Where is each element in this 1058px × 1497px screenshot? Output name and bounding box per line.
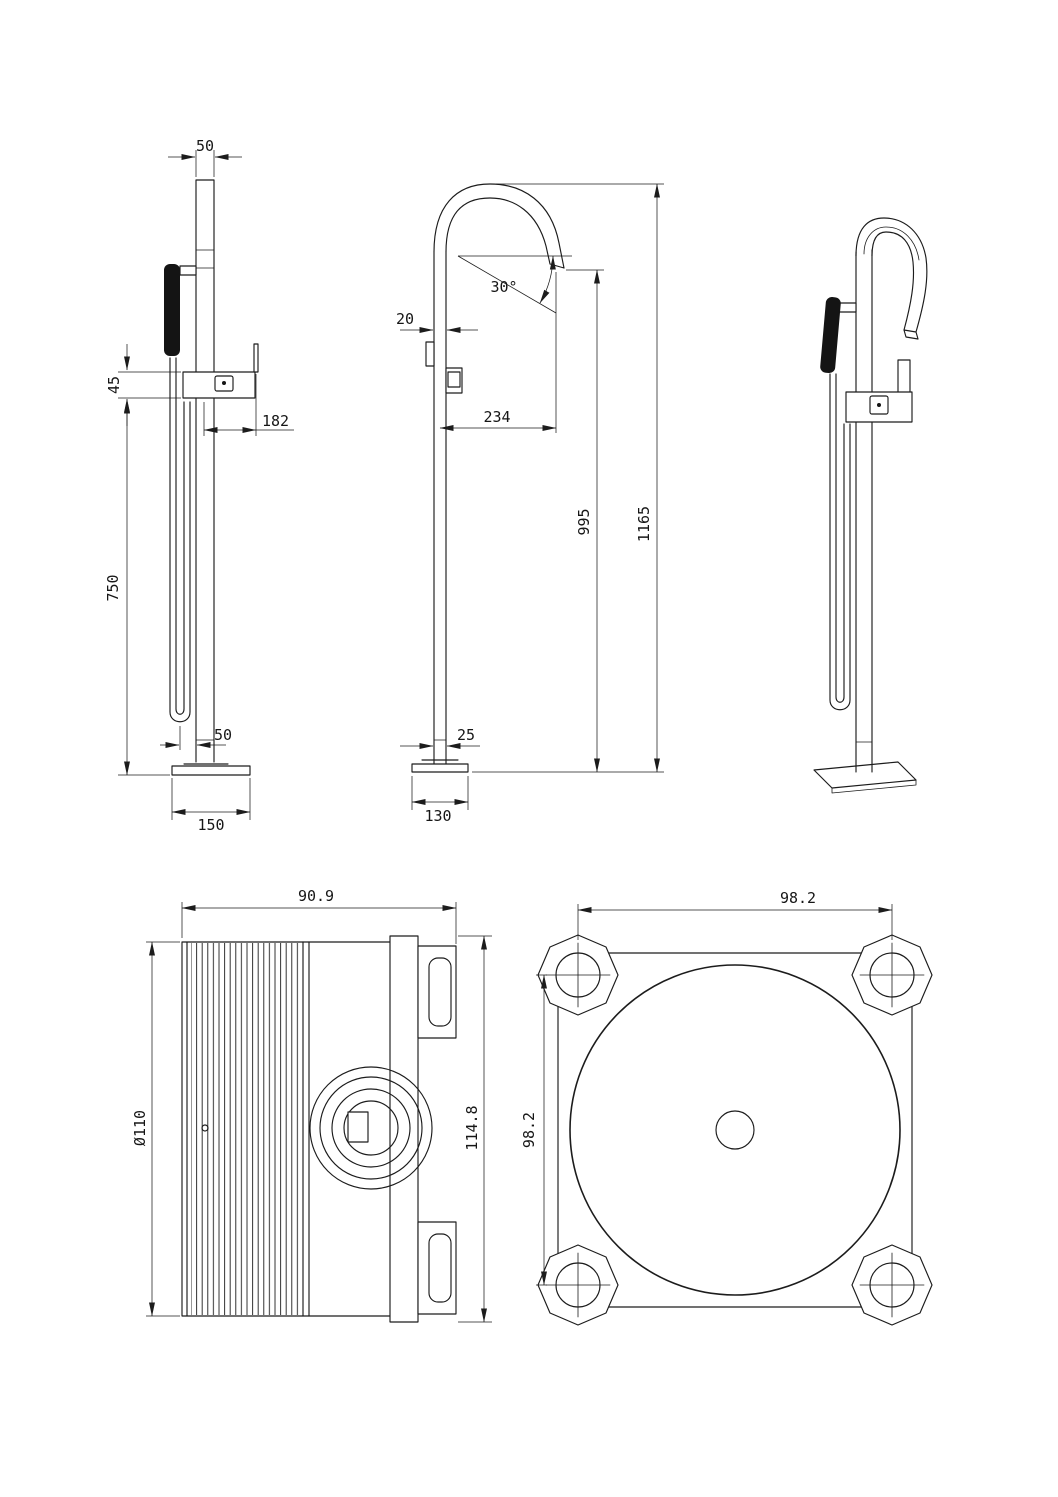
column: [855, 249, 873, 773]
dim-handle-reach: 182: [262, 412, 289, 430]
dim-handle-height: 45: [105, 376, 123, 394]
vent-hole: [201, 1124, 209, 1132]
dim-hole-spacing-v: 98.2: [520, 1112, 538, 1148]
mount-tab-bottom-left: [537, 1244, 619, 1326]
mount-tab-bottom-right: [851, 1244, 933, 1326]
dim-valve-height: 114.8: [463, 1105, 481, 1150]
dim-column-height: 750: [104, 574, 122, 601]
dim-valve-body-diameter: Ø110: [131, 1110, 149, 1146]
diverter-tab: [425, 341, 435, 367]
shower-hose: [829, 373, 851, 711]
dim-spout-reach: 234: [483, 408, 510, 426]
dim-hole-spacing-h: 98.2: [780, 889, 816, 907]
port-circle-outer: [309, 1066, 433, 1190]
dim-base-width: 130: [424, 807, 451, 825]
valve-side-dimension-lines: [146, 902, 492, 1323]
handle: [897, 359, 911, 395]
faucet-perspective-view: [813, 217, 928, 794]
faucet-side-dimension-lines: [118, 150, 294, 820]
base-plate: [411, 763, 469, 773]
base-plate: [171, 765, 251, 776]
center-hole: [715, 1110, 755, 1150]
port-circle-inner: [343, 1100, 399, 1156]
dim-outlet-height: 995: [575, 508, 593, 535]
waterfall-spout: [855, 217, 928, 333]
mount-plate-edge: [389, 935, 419, 1323]
valve-side-view: 90.9 Ø110 114.8: [131, 887, 492, 1323]
shower-hose: [169, 357, 191, 723]
valve-front-dimension-lines: [536, 904, 893, 1286]
column: [433, 251, 447, 765]
valve-front-view: 98.2 98.2: [520, 889, 933, 1326]
dim-top-width: 50: [196, 137, 214, 155]
hand-shower-wand: [820, 297, 841, 374]
hand-shower-wand: [164, 264, 180, 356]
dim-base-width: 150: [197, 816, 224, 834]
dim-overall-height: 1165: [635, 506, 653, 542]
spout-tip: [903, 329, 919, 340]
faucet-side-view: 50 45 750 182 50 150: [104, 137, 294, 834]
dim-valve-width: 90.9: [298, 887, 334, 905]
column: [195, 179, 215, 763]
dim-spout-angle: 30°: [490, 278, 517, 296]
faucet-front-dimension-lines: [400, 183, 664, 810]
lever-pin: [253, 343, 259, 373]
dim-pipe-width-bottom: 25: [457, 726, 475, 744]
wand-holder: [179, 265, 197, 276]
dim-hose-offset: 50: [214, 726, 232, 744]
faucet-front-view: 20 30° 234 995 1165 25 130: [396, 183, 664, 825]
mount-tab-top-left: [537, 934, 619, 1016]
valve-body-outline: [181, 941, 391, 1317]
dim-pipe-width-top: 20: [396, 310, 414, 328]
bellows-ribs: [191, 943, 302, 1315]
mount-tab-top-right: [851, 934, 933, 1016]
